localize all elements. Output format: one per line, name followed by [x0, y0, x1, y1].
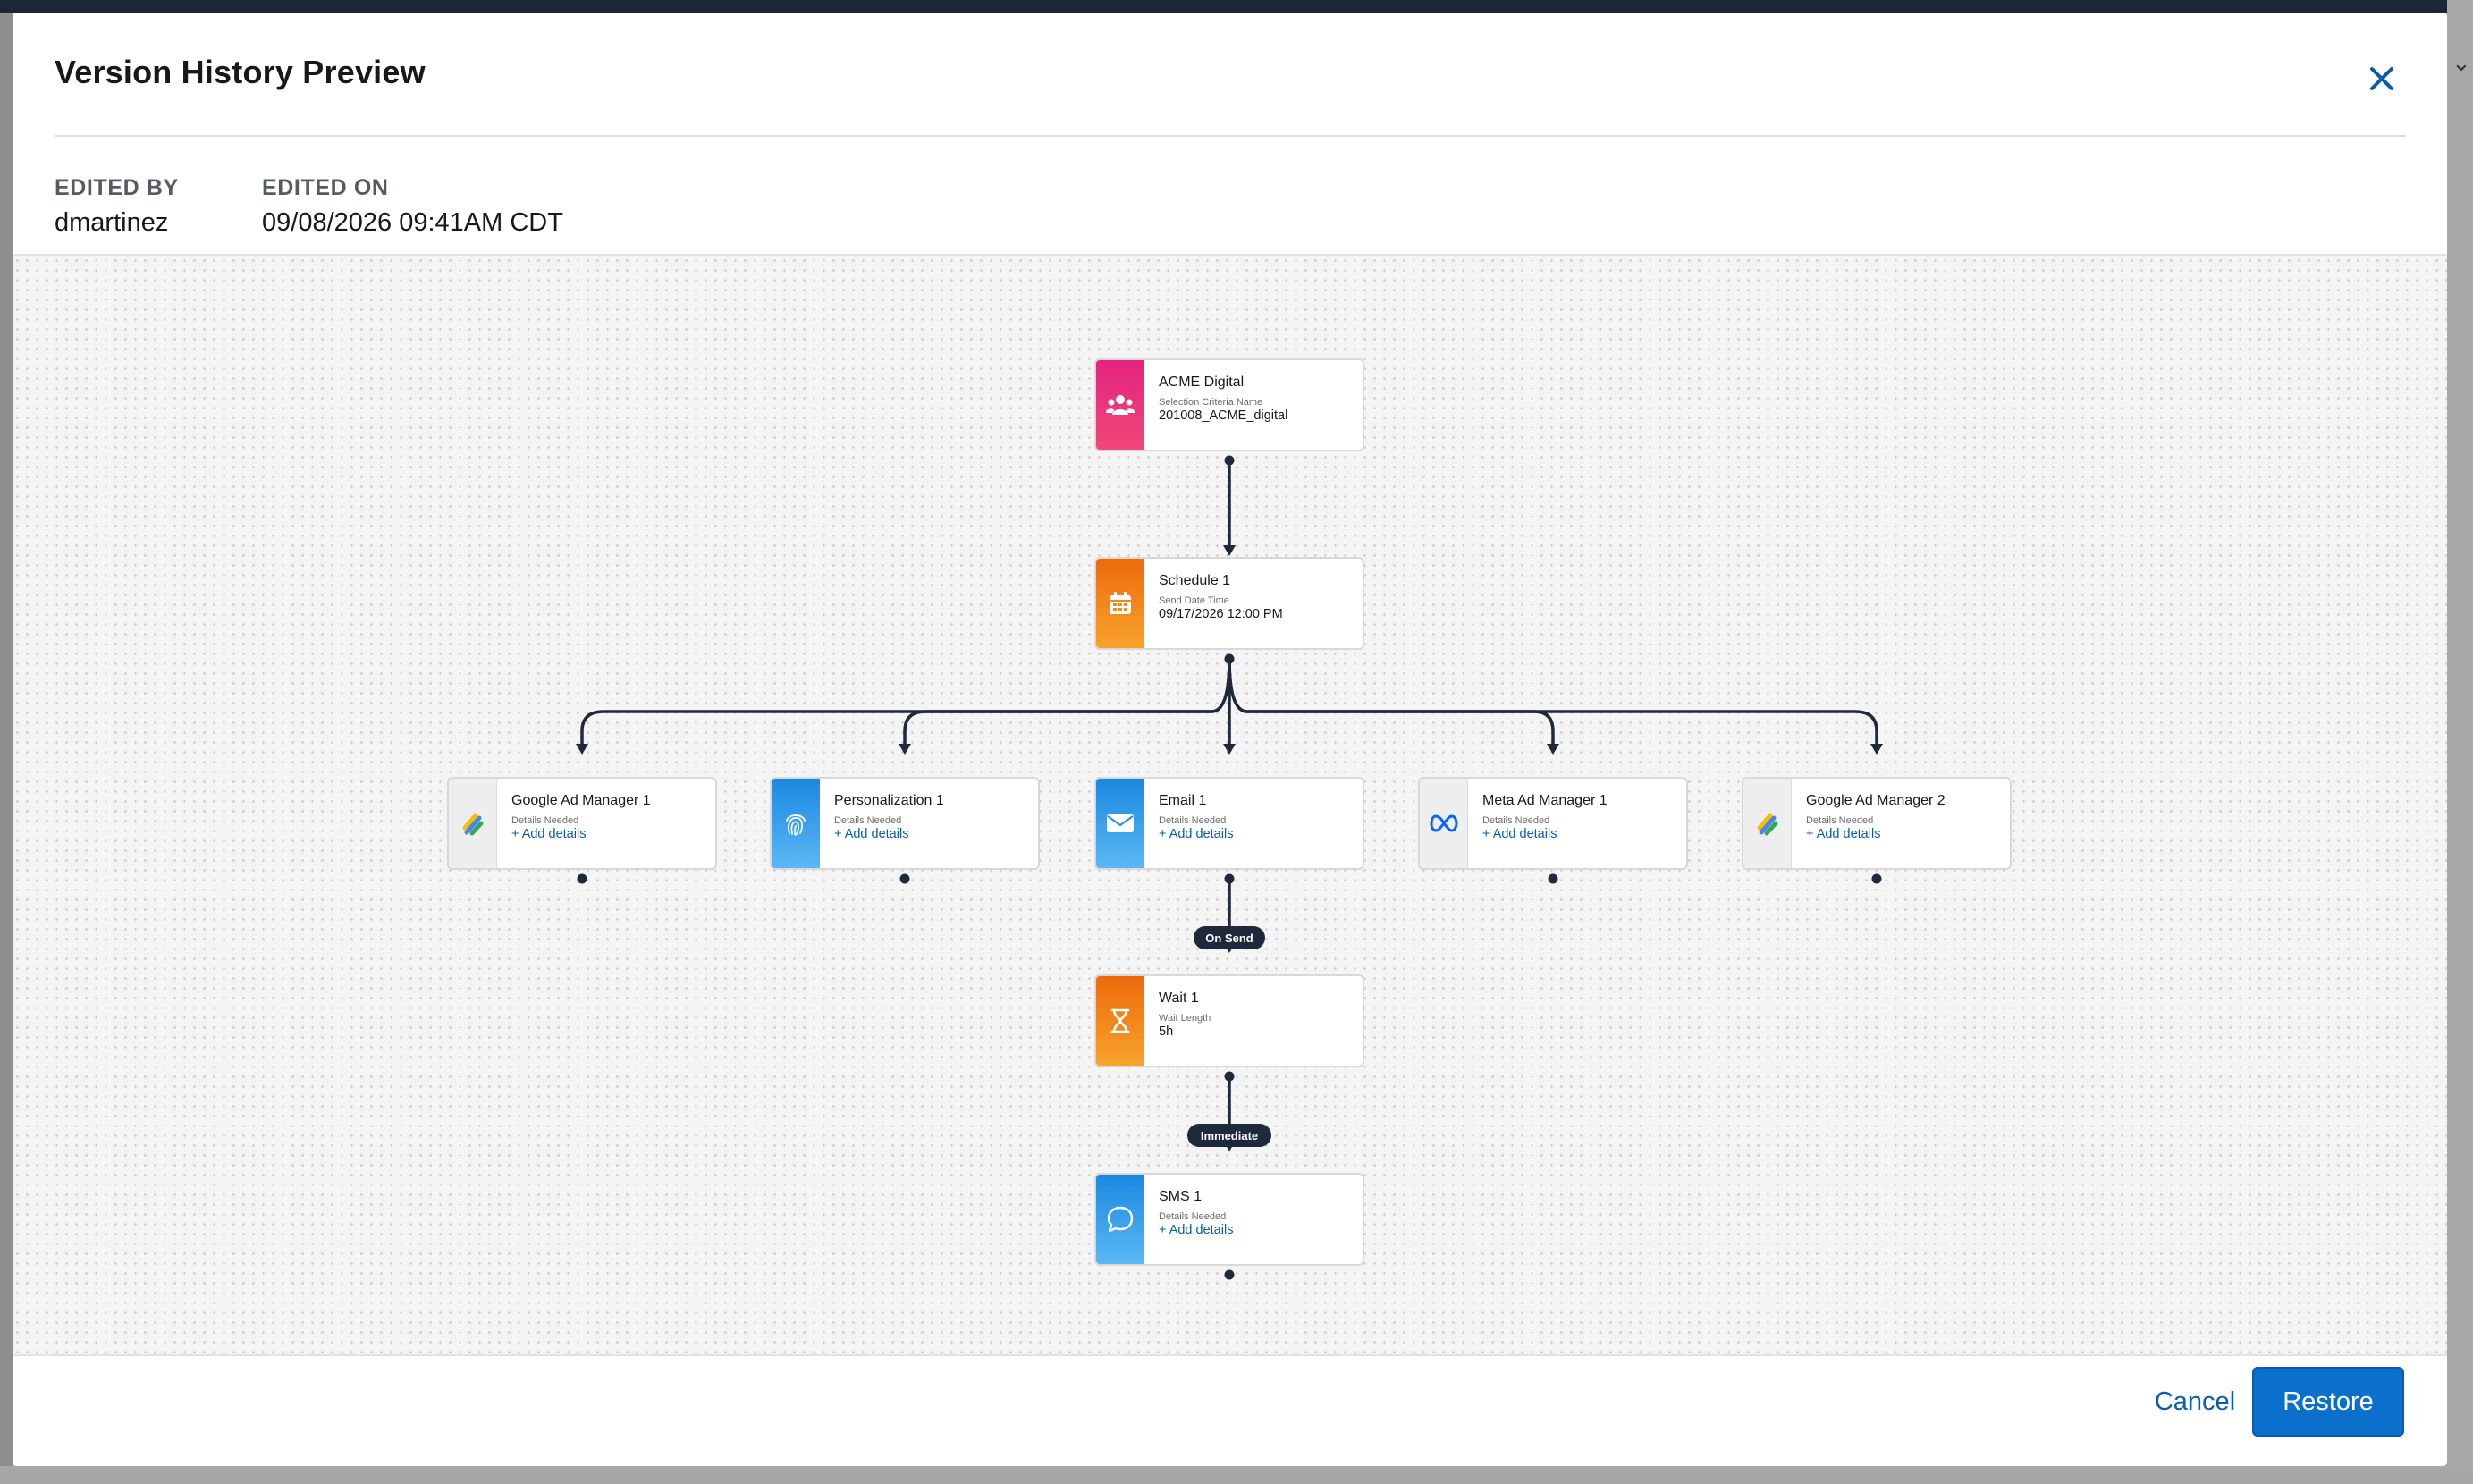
- immediate-pill: Immediate: [1187, 1124, 1271, 1147]
- add-details-link[interactable]: + Add details: [834, 827, 909, 841]
- edited-on-label: EDITED ON: [262, 175, 389, 200]
- node-subtitle: Wait Length: [1159, 1013, 1211, 1024]
- node-value: 09/17/2026 12:00 PM: [1159, 607, 1283, 621]
- node-title: Schedule 1: [1159, 573, 1231, 588]
- add-details-link[interactable]: + Add details: [1482, 827, 1557, 841]
- close-icon: [2370, 67, 2393, 90]
- meta-icon: [1429, 814, 1458, 832]
- modal-header: Version History Preview: [13, 13, 2447, 137]
- version-history-modal: Version History Preview EDITED BY dmarti…: [13, 13, 2447, 1466]
- envelope-icon: [1107, 814, 1134, 832]
- node-icon-box: [1096, 976, 1144, 1066]
- node-subtitle: Details Needed: [1159, 1211, 1227, 1222]
- google-ad-manager-icon: [462, 813, 483, 836]
- restore-button[interactable]: Restore: [2252, 1367, 2404, 1437]
- on-send-pill: On Send: [1194, 926, 1265, 949]
- node-icon-box: [1743, 779, 1792, 868]
- add-details-link[interactable]: + Add details: [1159, 1223, 1234, 1237]
- chevron-down-icon: ⌄: [2452, 50, 2471, 77]
- node-entry-source[interactable]: ACME Digital Selection Criteria Name 201…: [1094, 358, 1364, 451]
- node-title: Google Ad Manager 2: [1806, 793, 1945, 808]
- node-google-ad-manager-1[interactable]: Google Ad Manager 1 Details Needed + Add…: [447, 777, 717, 870]
- node-google-ad-manager-2[interactable]: Google Ad Manager 2 Details Needed + Add…: [1742, 777, 2012, 870]
- edited-by-value: dmartinez: [55, 208, 169, 237]
- backdrop-bottom-strip: [0, 1466, 2473, 1484]
- modal-title: Version History Preview: [55, 54, 426, 90]
- node-subtitle: Details Needed: [834, 815, 902, 826]
- node-wait-1[interactable]: Wait 1 Wait Length 5h: [1094, 974, 1364, 1067]
- flow-canvas[interactable]: ACME Digital Selection Criteria Name 201…: [13, 254, 2447, 1356]
- edited-by: EDITED BY dmartinez: [55, 175, 179, 238]
- node-schedule[interactable]: Schedule 1 Send Date Time 09/17/2026 12:…: [1094, 557, 1364, 650]
- audience-icon: [1106, 395, 1135, 415]
- header-divider: [55, 135, 2406, 137]
- node-icon-box: [1420, 779, 1468, 868]
- node-subtitle: Details Needed: [1482, 815, 1550, 826]
- backdrop-top-bar: [0, 0, 2473, 13]
- edited-on-value: 09/08/2026 09:41AM CDT: [262, 208, 563, 237]
- node-title: Wait 1: [1159, 991, 1199, 1006]
- node-title: Personalization 1: [834, 793, 944, 808]
- node-email-1[interactable]: Email 1 Details Needed + Add details: [1094, 777, 1364, 870]
- node-title: ACME Digital: [1159, 375, 1245, 390]
- node-sms-1[interactable]: SMS 1 Details Needed + Add details: [1094, 1173, 1364, 1266]
- hourglass-icon: [1110, 1008, 1130, 1033]
- node-subtitle: Details Needed: [1159, 815, 1227, 826]
- node-subtitle: Details Needed: [511, 815, 579, 826]
- fingerprint-icon: [786, 814, 806, 836]
- node-value: 201008_ACME_digital: [1159, 409, 1288, 423]
- close-button[interactable]: [2364, 61, 2400, 97]
- calendar-icon: [1110, 592, 1131, 614]
- add-details-link[interactable]: + Add details: [1806, 827, 1881, 841]
- flow-connectors: [576, 455, 1883, 1280]
- backdrop-right-strip: [2447, 0, 2473, 1484]
- node-icon-box: [449, 779, 497, 868]
- node-title: SMS 1: [1159, 1189, 1203, 1204]
- chat-bubble-icon: [1107, 1206, 1134, 1233]
- cancel-button[interactable]: Cancel: [2137, 1367, 2253, 1437]
- node-title: Meta Ad Manager 1: [1482, 793, 1608, 808]
- node-icon-box: [1096, 1175, 1144, 1264]
- google-ad-manager-icon: [1757, 813, 1777, 836]
- node-personalization-1[interactable]: Personalization 1 Details Needed + Add d…: [770, 777, 1040, 870]
- node-title: Google Ad Manager 1: [511, 793, 651, 808]
- node-icon-box: [1096, 559, 1144, 648]
- node-subtitle: Send Date Time: [1159, 595, 1229, 606]
- node-meta-ad-manager-1[interactable]: Meta Ad Manager 1 Details Needed + Add d…: [1418, 777, 1688, 870]
- node-icon-box: [772, 779, 820, 868]
- node-subtitle: Selection Criteria Name: [1159, 397, 1263, 408]
- node-value: 5h: [1159, 1024, 1174, 1039]
- node-subtitle: Details Needed: [1806, 815, 1874, 826]
- edited-on: EDITED ON 09/08/2026 09:41AM CDT: [262, 175, 563, 238]
- add-details-link[interactable]: + Add details: [511, 827, 587, 841]
- node-icon-box: [1096, 779, 1144, 868]
- add-details-link[interactable]: + Add details: [1159, 827, 1234, 841]
- node-icon-box: [1096, 360, 1144, 450]
- edited-by-label: EDITED BY: [55, 175, 179, 200]
- node-title: Email 1: [1159, 793, 1207, 808]
